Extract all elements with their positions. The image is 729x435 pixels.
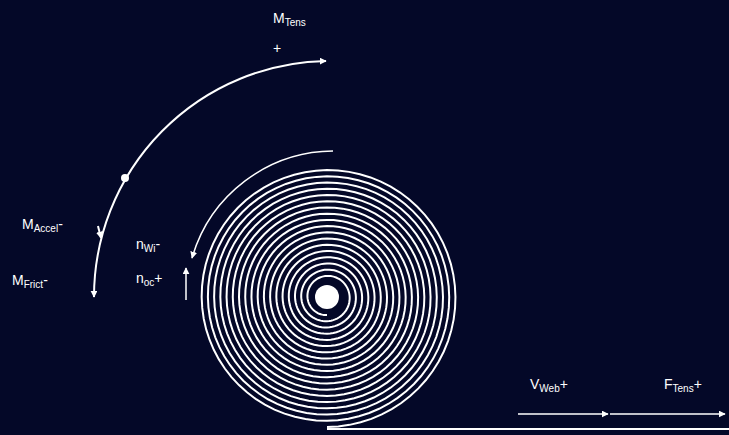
roll-windings: [202, 170, 456, 427]
force-arrow: [610, 413, 725, 415]
symbol-label: MTens: [273, 10, 306, 31]
velocity-arrow: [518, 413, 608, 415]
roll-core: [315, 285, 339, 309]
torque-arc: [94, 61, 326, 297]
symbol-label: noc+: [136, 270, 163, 291]
speed-arc: [192, 151, 333, 258]
arc-dot: [121, 174, 129, 182]
speed-arrow: [185, 268, 187, 300]
symbol-label: FTens+: [664, 376, 702, 397]
symbol-label: MAccel-: [22, 216, 63, 237]
web-line: [327, 428, 729, 430]
symbol-label: VWeb+: [530, 376, 568, 397]
wound-roll: [202, 170, 456, 427]
accel-arrowhead: [98, 226, 101, 238]
symbol-label: nWi-: [136, 236, 160, 257]
symbol-label: +: [273, 40, 281, 56]
symbol-label: MFrict-: [12, 272, 48, 293]
